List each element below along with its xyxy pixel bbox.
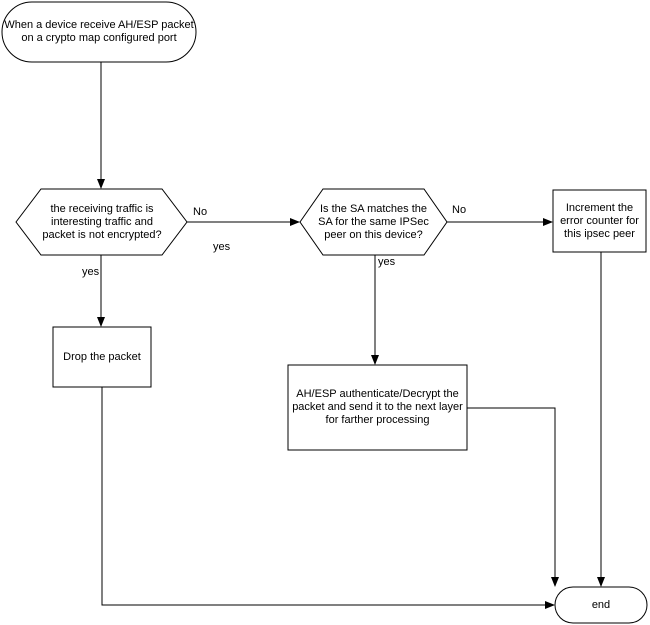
edge-drop-to-end bbox=[101, 387, 555, 609]
decision2-diamond bbox=[299, 188, 448, 256]
decision2-yes-label: yes bbox=[378, 256, 396, 268]
decision1-no-label: No bbox=[193, 206, 208, 218]
drop-box bbox=[52, 326, 152, 388]
start-terminator bbox=[1, 1, 197, 63]
decision1-yes-mid-label: yes bbox=[213, 241, 231, 253]
decision1-diamond bbox=[15, 188, 188, 256]
decrypt-box bbox=[287, 364, 468, 451]
edge-decrypt-to-end bbox=[467, 407, 559, 587]
end-terminator bbox=[554, 586, 648, 624]
decision2-no-label: No bbox=[452, 204, 467, 216]
decision1-yes-label: yes bbox=[82, 266, 100, 278]
increment-box bbox=[552, 189, 647, 253]
